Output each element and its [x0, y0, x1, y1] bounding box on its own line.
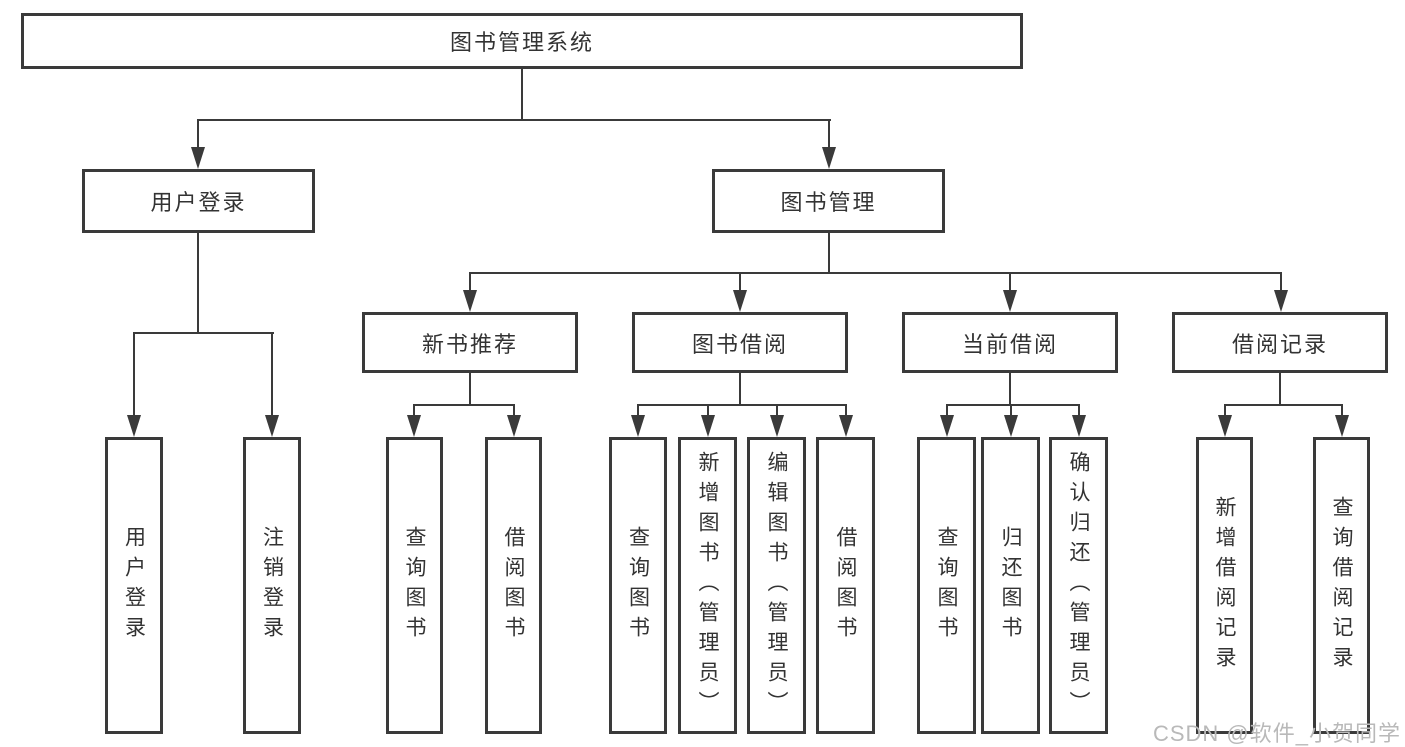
- arrow-down-icon: [1335, 415, 1349, 437]
- connector-line: [739, 373, 741, 406]
- connector-line: [707, 404, 709, 417]
- node-borrow-books-recommend: 借阅图书: [485, 437, 542, 734]
- node-borrow-books-borrowing: 借阅图书: [816, 437, 875, 734]
- node-current-borrowing: 当前借阅: [902, 312, 1118, 373]
- node-borrowing-records: 借阅记录: [1172, 312, 1388, 373]
- csdn-watermark: CSDN @软件_小贺同学: [1152, 721, 1401, 746]
- arrow-down-icon: [770, 415, 784, 437]
- connector-line: [828, 233, 830, 274]
- connector-line: [1224, 404, 1343, 406]
- connector-line: [637, 404, 847, 406]
- connector-line: [1280, 272, 1282, 292]
- node-edit-book-admin: 编辑图书（管理员）: [747, 437, 806, 734]
- arrow-down-icon: [940, 415, 954, 437]
- node-query-books-recommend: 查询图书: [386, 437, 443, 734]
- connector-line: [413, 404, 415, 417]
- connector-line: [469, 272, 471, 292]
- connector-line: [271, 332, 273, 417]
- connector-line: [1009, 373, 1011, 406]
- node-label: 查询图书: [935, 525, 958, 646]
- node-book-borrowing: 图书借阅: [632, 312, 848, 373]
- connector-line: [1078, 404, 1080, 417]
- connector-line: [637, 404, 639, 417]
- node-logout: 注销登录: [243, 437, 301, 734]
- arrow-down-icon: [507, 415, 521, 437]
- arrow-down-icon: [1072, 415, 1086, 437]
- connector-line: [413, 404, 515, 406]
- connector-line: [133, 332, 135, 417]
- arrow-down-icon: [1274, 290, 1288, 312]
- arrow-down-icon: [733, 290, 747, 312]
- connector-line: [1279, 373, 1281, 406]
- connector-line: [197, 233, 199, 334]
- connector-line: [776, 404, 778, 417]
- node-add-book-admin: 新增图书（管理员）: [678, 437, 737, 734]
- arrow-down-icon: [407, 415, 421, 437]
- node-query-books-borrowing: 查询图书: [609, 437, 667, 734]
- node-label: 注销登录: [260, 525, 284, 646]
- arrow-down-icon: [631, 415, 645, 437]
- arrow-down-icon: [839, 415, 853, 437]
- connector-line: [469, 272, 1282, 274]
- arrow-down-icon: [127, 415, 141, 437]
- node-label: 新增借阅记录: [1213, 495, 1236, 676]
- node-label: 查询图书: [403, 525, 426, 646]
- node-label: 新增图书（管理员）: [696, 450, 719, 721]
- connector-line: [1009, 272, 1011, 292]
- connector-line: [1010, 404, 1012, 417]
- connector-line: [469, 373, 471, 406]
- node-label: 编辑图书（管理员）: [765, 450, 788, 721]
- node-query-borrow-record: 查询借阅记录: [1313, 437, 1370, 734]
- connector-line: [828, 119, 830, 149]
- node-query-books-current: 查询图书: [917, 437, 976, 734]
- node-label: 用户登录: [122, 525, 146, 646]
- arrow-down-icon: [265, 415, 279, 437]
- node-add-borrow-record: 新增借阅记录: [1196, 437, 1253, 734]
- node-user-login: 用户登录: [105, 437, 163, 734]
- node-label: 借阅图书: [502, 525, 525, 646]
- connector-line: [133, 332, 274, 334]
- arrow-down-icon: [1003, 290, 1017, 312]
- arrow-down-icon: [463, 290, 477, 312]
- connector-line: [521, 69, 523, 121]
- node-label: 归还图书: [999, 525, 1022, 646]
- node-label: 查询图书: [626, 525, 650, 646]
- node-label: 查询借阅记录: [1330, 495, 1353, 676]
- node-label: 借阅图书: [834, 525, 857, 646]
- node-new-book-recommendation: 新书推荐: [362, 312, 578, 373]
- node-label: 确认归还（管理员）: [1067, 450, 1090, 721]
- arrow-down-icon: [1218, 415, 1232, 437]
- connector-line: [739, 272, 741, 292]
- connector-line: [197, 119, 831, 121]
- arrow-down-icon: [822, 147, 836, 169]
- connector-line: [946, 404, 1080, 406]
- arrow-down-icon: [701, 415, 715, 437]
- node-book-management: 图书管理: [712, 169, 945, 233]
- node-confirm-return-admin: 确认归还（管理员）: [1049, 437, 1108, 734]
- connector-line: [946, 404, 948, 417]
- node-library-system: 图书管理系统: [21, 13, 1023, 69]
- node-return-books: 归还图书: [981, 437, 1040, 734]
- connector-line: [513, 404, 515, 417]
- connector-line: [1224, 404, 1226, 417]
- connector-line: [197, 119, 199, 149]
- arrow-down-icon: [1004, 415, 1018, 437]
- node-user-login-module: 用户登录: [82, 169, 315, 233]
- connector-line: [1341, 404, 1343, 417]
- arrow-down-icon: [191, 147, 205, 169]
- connector-line: [845, 404, 847, 417]
